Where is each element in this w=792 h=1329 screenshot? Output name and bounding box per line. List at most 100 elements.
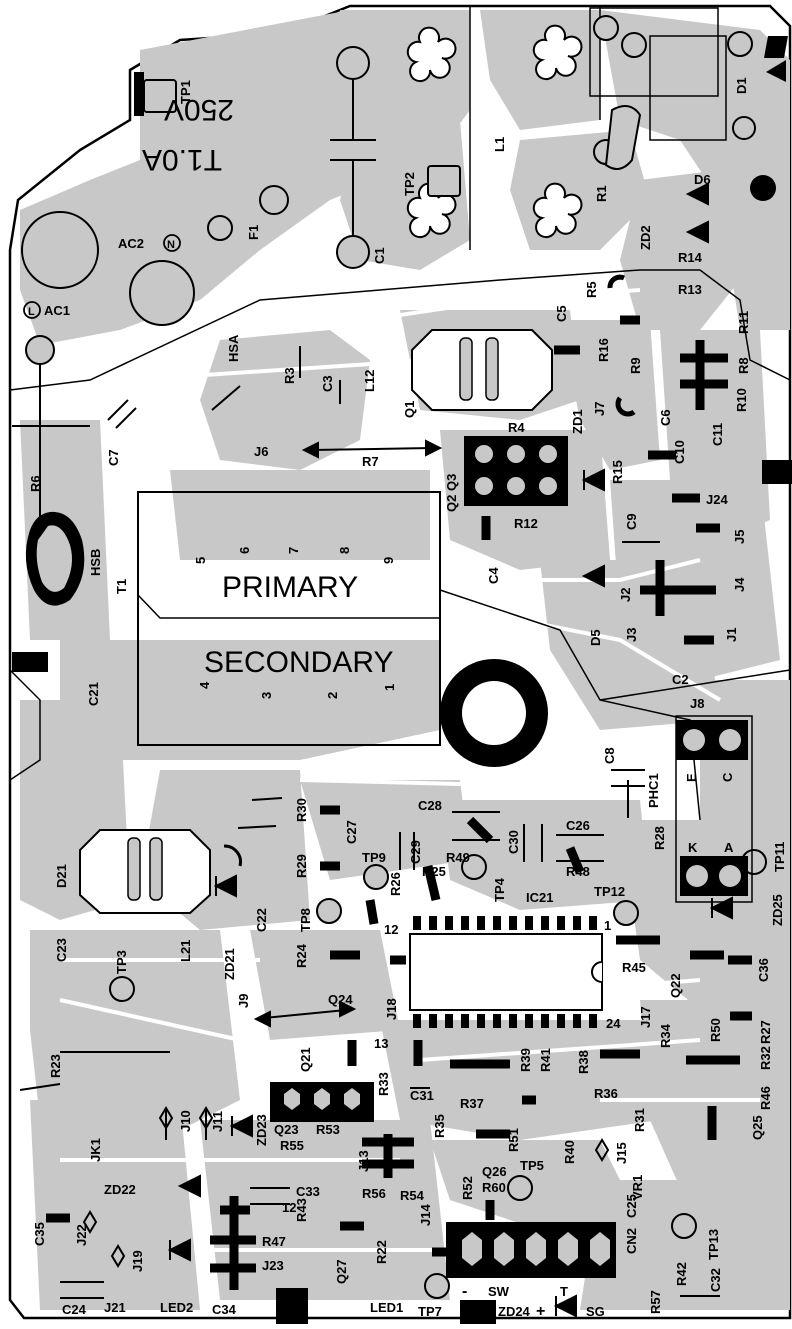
- label-r45: R45: [622, 960, 646, 975]
- label-pin12: 12: [384, 922, 398, 937]
- label-j3: J3: [624, 628, 639, 642]
- label-c24: C24: [62, 1302, 87, 1317]
- label-j21: J21: [104, 1300, 126, 1315]
- diodes: [167, 182, 733, 1318]
- label-r27: R27: [758, 1020, 773, 1044]
- label-j18: J18: [384, 998, 399, 1020]
- label-hsa: HSA: [226, 334, 241, 362]
- label-l21: L21: [178, 940, 193, 962]
- label-r14: R14: [678, 250, 703, 265]
- label-q21: Q21: [298, 1047, 313, 1072]
- label-n-mark: N: [167, 239, 175, 251]
- label-plus: +: [536, 1303, 545, 1320]
- label-j10: J10: [178, 1110, 193, 1132]
- r5-marker: [607, 274, 626, 289]
- transformer-outline: [137, 491, 441, 746]
- label-t1: T1: [114, 579, 129, 594]
- label-r16: R16: [596, 338, 611, 362]
- label-r49: R49: [446, 850, 470, 865]
- tp1-marker: [134, 72, 144, 116]
- label-r56: R56: [362, 1186, 386, 1201]
- label-hsb: HSB: [88, 549, 103, 576]
- label-f1: F1: [246, 225, 261, 240]
- label-r38: R38: [576, 1050, 591, 1074]
- cn2-connector: [446, 1222, 616, 1278]
- label-c29: C29: [408, 840, 423, 864]
- label-ac1: AC1: [44, 303, 70, 318]
- label-r4: R4: [508, 420, 525, 435]
- label-c10: C10: [672, 440, 687, 464]
- label-l1: L1: [492, 137, 507, 152]
- silkscreen-labels: TP1 TP2 F1 C1 L1 R1 D1 AC2 N L AC1 D6 ZD…: [23, 77, 787, 1320]
- label-r33: R33: [376, 1072, 391, 1096]
- primary-pin-9: 9: [381, 557, 396, 564]
- label-r13: R13: [678, 282, 702, 297]
- label-j14: J14: [418, 1204, 433, 1226]
- label-r31: R31: [632, 1108, 647, 1132]
- label-c27: C27: [344, 820, 359, 844]
- component-outlines: [12, 80, 720, 1299]
- label-vr1: VR1: [630, 1175, 645, 1200]
- label-l-mark: L: [28, 306, 35, 318]
- label-r23: R23: [48, 1054, 63, 1078]
- label-r28: R28: [652, 826, 667, 850]
- label-j22: J22: [74, 1224, 89, 1246]
- label-ac2: AC2: [118, 236, 144, 251]
- component-bars: [46, 315, 752, 1290]
- square-pads: [143, 79, 461, 197]
- label-phc1: PHC1: [646, 773, 661, 808]
- label-r53: R53: [316, 1122, 340, 1137]
- label-r9: R9: [628, 357, 643, 374]
- l1-box: [589, 7, 719, 97]
- label-c33: C33: [296, 1184, 320, 1199]
- label-q24: Q24: [328, 992, 353, 1007]
- label-q27: Q27: [334, 1259, 349, 1284]
- label-zd22: ZD22: [104, 1182, 136, 1197]
- label-tp3: TP3: [114, 950, 129, 974]
- label-c4: C4: [486, 567, 501, 584]
- secondary-pin-4: 4: [197, 681, 212, 689]
- label-c5: C5: [554, 305, 569, 322]
- label-r42: R42: [674, 1262, 689, 1286]
- fuse-voltage: 250V: [164, 93, 234, 126]
- label-j5: J5: [732, 530, 747, 544]
- label-r35: R35: [432, 1114, 447, 1138]
- label-r6: R6: [28, 475, 43, 492]
- secondary-label: SECONDARY: [204, 646, 394, 679]
- label-r41: R41: [538, 1048, 553, 1072]
- label-c7: C7: [106, 449, 121, 466]
- label-d6: D6: [694, 172, 711, 187]
- q23-pads: [270, 1082, 374, 1122]
- label-q2q3: Q2 Q3: [444, 474, 459, 512]
- label-zd23: ZD23: [254, 1114, 269, 1146]
- label-r46: R46: [758, 1086, 773, 1110]
- label-pin13: 13: [374, 1036, 388, 1051]
- j7-marker: [615, 396, 636, 417]
- fuse-rating: 250V T1.0A: [142, 93, 234, 176]
- label-a: A: [724, 840, 734, 855]
- secondary-pin-1: 1: [382, 684, 397, 691]
- fuse-current: T1.0A: [142, 143, 222, 176]
- label-c26: C26: [566, 818, 590, 833]
- label-c35: C35: [32, 1222, 47, 1246]
- label-sw: SW: [488, 1284, 510, 1299]
- label-r36: R36: [594, 1086, 618, 1101]
- d1-box: [649, 35, 727, 141]
- label-l12: L12: [362, 370, 377, 392]
- label-r24: R24: [294, 943, 309, 968]
- label-r47: R47: [262, 1234, 286, 1249]
- vertical-jumpers: [82, 1106, 610, 1268]
- label-r32: R32: [758, 1046, 773, 1070]
- jumper-arrows: [253, 439, 443, 1028]
- label-zd2: ZD2: [638, 225, 653, 250]
- label-r10: R10: [734, 388, 749, 412]
- label-tp12: TP12: [594, 884, 625, 899]
- label-tp1: TP1: [178, 80, 193, 104]
- primary-pin-5: 5: [193, 557, 208, 564]
- label-tp5: TP5: [520, 1158, 544, 1173]
- label-r54: R54: [400, 1188, 425, 1203]
- label-j1: J1: [724, 628, 739, 642]
- label-c-pin: C: [720, 772, 735, 782]
- octagon-pads: [79, 329, 553, 914]
